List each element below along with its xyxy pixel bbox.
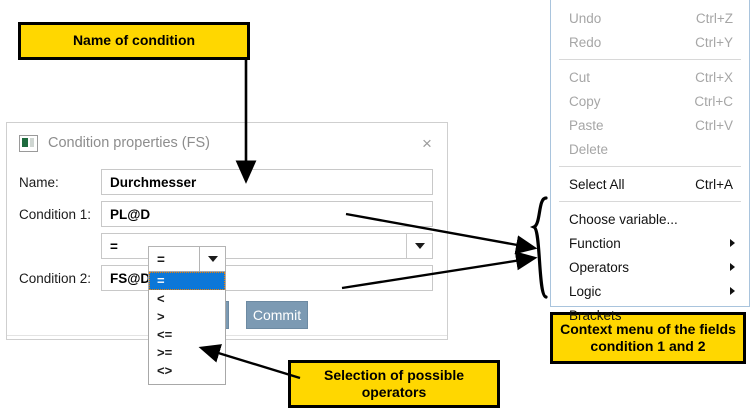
- menu-item-cut: Cut Ctrl+X: [551, 65, 749, 89]
- menu-item-label: Delete: [569, 141, 609, 157]
- menu-item-brackets[interactable]: Brackets: [551, 303, 749, 327]
- field-row-operator: =: [7, 233, 447, 259]
- menu-item-label: Operators: [569, 259, 630, 275]
- operator-dropdown-value: =: [157, 251, 165, 267]
- menu-separator: [559, 59, 741, 60]
- menu-item-label: Paste: [569, 117, 604, 133]
- menu-item-label: Cut: [569, 69, 591, 85]
- menu-item-label: Select All: [569, 176, 625, 192]
- menu-item-label: Brackets: [569, 307, 622, 323]
- menu-item-label: Copy: [569, 93, 601, 109]
- menu-item-shortcut: Ctrl+V: [695, 117, 733, 133]
- menu-separator: [559, 201, 741, 202]
- condition-1-input[interactable]: PL@D: [101, 201, 433, 227]
- field-row-name: Name: Durchmesser: [7, 169, 447, 195]
- menu-item-choose-variable[interactable]: Choose variable...: [551, 207, 749, 231]
- menu-item-redo: Redo Ctrl+Y: [551, 30, 749, 54]
- field-row-condition-2: Condition 2: FS@DG: [7, 265, 447, 291]
- menu-item-paste: Paste Ctrl+V: [551, 113, 749, 137]
- chevron-right-icon: [730, 263, 735, 271]
- dialog-footer-divider: [7, 335, 447, 336]
- menu-item-undo: Undo Ctrl+Z: [551, 6, 749, 30]
- chevron-down-icon[interactable]: [406, 234, 432, 258]
- callout-name-of-condition-text: Name of condition: [72, 32, 196, 49]
- operator-dropdown-combo[interactable]: =: [148, 246, 226, 272]
- menu-item-logic[interactable]: Logic: [551, 279, 749, 303]
- operator-option-[interactable]: <>: [157, 363, 173, 378]
- menu-item-shortcut: Ctrl+Y: [695, 34, 733, 50]
- menu-item-label: Redo: [569, 34, 602, 50]
- operator-option-[interactable]: <=: [157, 327, 173, 342]
- curly-brace: [529, 196, 548, 299]
- dialog-button-bar: Commit: [7, 299, 447, 333]
- chevron-right-icon: [730, 287, 735, 295]
- callout-name-of-condition: Name of condition: [18, 22, 250, 60]
- caret-down-glyph: [207, 256, 218, 262]
- label-condition-2: Condition 2:: [19, 270, 92, 286]
- condition-properties-dialog: Condition properties (FS) × Name: Durchm…: [6, 122, 448, 340]
- application-icon: [19, 134, 38, 152]
- menu-item-shortcut: Ctrl+A: [695, 176, 733, 192]
- menu-item-delete: Delete: [551, 137, 749, 161]
- operator-option-[interactable]: =: [149, 272, 225, 290]
- commit-button[interactable]: Commit: [246, 301, 308, 329]
- menu-item-function[interactable]: Function: [551, 231, 749, 255]
- label-condition-1: Condition 1:: [19, 206, 92, 222]
- menu-item-label: Logic: [569, 283, 602, 299]
- menu-item-label: Function: [569, 235, 621, 251]
- operator-dropdown-list[interactable]: =<><=>=<>: [148, 271, 226, 385]
- menu-item-shortcut: Ctrl+Z: [695, 10, 733, 26]
- context-menu[interactable]: Undo Ctrl+Z Redo Ctrl+Y Cut Ctrl+X Copy Ctrl+C P…: [550, 0, 750, 323]
- menu-item-label: Choose variable...: [569, 211, 678, 227]
- caret-down-glyph: [414, 243, 425, 249]
- menu-item-copy: Copy Ctrl+C: [551, 89, 749, 113]
- label-name: Name:: [19, 174, 59, 190]
- chevron-right-icon: [730, 239, 735, 247]
- menu-item-shortcut: Ctrl+C: [694, 93, 733, 109]
- chevron-down-icon[interactable]: [199, 247, 225, 271]
- dialog-title: Condition properties (FS): [48, 135, 210, 151]
- operator-option-[interactable]: >=: [157, 345, 173, 360]
- menu-item-label: Undo: [569, 10, 602, 26]
- menu-item-shortcut: Ctrl+X: [695, 69, 733, 85]
- menu-item-operators[interactable]: Operators: [551, 255, 749, 279]
- dialog-titlebar: Condition properties (FS): [7, 123, 447, 163]
- operator-select-value: =: [110, 238, 118, 254]
- field-row-condition-1: Condition 1: PL@D: [7, 201, 447, 227]
- operator-option-[interactable]: >: [157, 309, 165, 324]
- name-input[interactable]: Durchmesser: [101, 169, 433, 195]
- close-icon[interactable]: ×: [422, 134, 432, 153]
- menu-separator: [559, 166, 741, 167]
- operator-option-[interactable]: <: [157, 291, 165, 306]
- menu-item-select-all[interactable]: Select All Ctrl+A: [551, 172, 749, 196]
